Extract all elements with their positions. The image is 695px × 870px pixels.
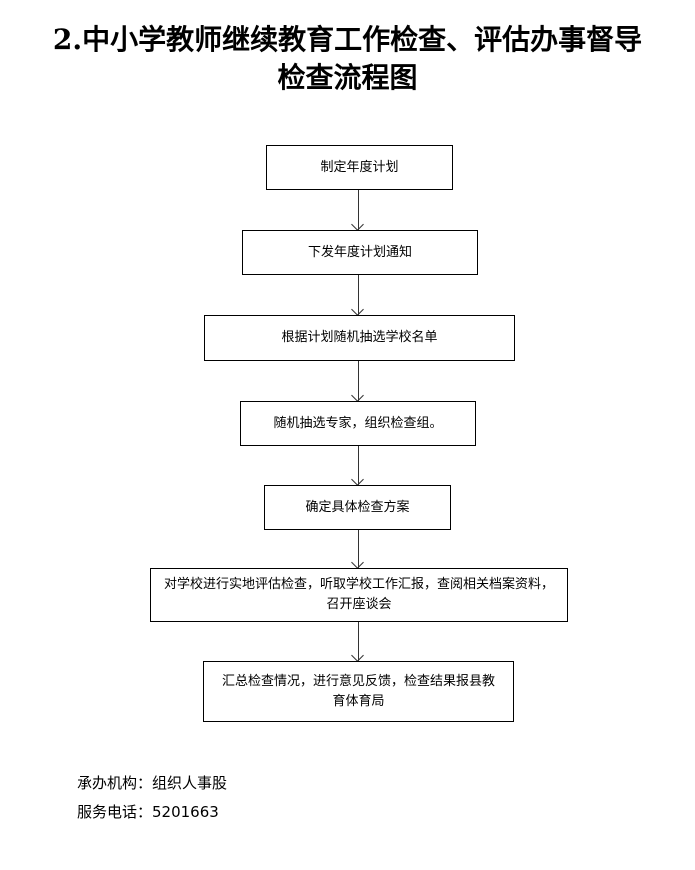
arrow-5 [358,530,359,568]
step-7-box: 汇总检查情况，进行意见反馈，检查结果报县教育体育局 [203,661,514,722]
step-3-box: 根据计划随机抽选学校名单 [204,315,515,361]
step-5-box: 确定具体检查方案 [264,485,451,530]
footer-phone: 服务电话：5201663 [77,803,219,821]
arrow-2 [358,275,359,315]
title-line-1: 2.中小学教师继续教育工作检查、评估办事督导 [52,23,643,56]
title-line-2: 检查流程图 [277,61,418,94]
step-2-box: 下发年度计划通知 [242,230,478,275]
arrow-3 [358,361,359,401]
step-4-box: 随机抽选专家，组织检查组。 [240,401,476,446]
step-6-box: 对学校进行实地评估检查，听取学校工作汇报，查阅相关档案资料，召开座谈会 [150,568,568,622]
step-1-box: 制定年度计划 [266,145,453,190]
arrow-6 [358,622,359,661]
arrow-1 [358,190,359,230]
footer-organization: 承办机构：组织人事股 [77,774,228,792]
arrow-4 [358,446,359,485]
